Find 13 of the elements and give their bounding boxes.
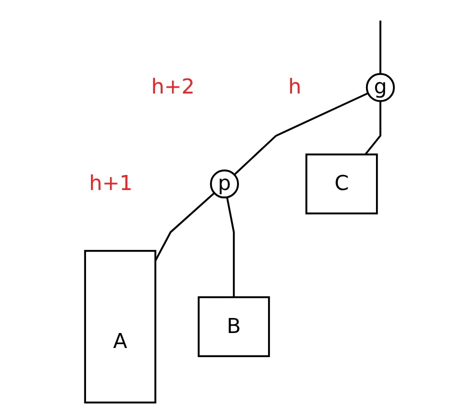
node-box: A [84, 250, 156, 404]
node-label: h [288, 76, 302, 100]
node-circle: p [210, 169, 239, 198]
node-box: C [305, 154, 378, 214]
connector [364, 101, 382, 156]
connector [154, 192, 215, 262]
connector [379, 20, 382, 74]
node-circle: g [366, 73, 395, 102]
node-label: h+1 [89, 172, 133, 196]
node-label: h+2 [151, 76, 195, 100]
node-box: B [198, 296, 270, 358]
connector [226, 197, 235, 298]
connector [234, 92, 368, 176]
